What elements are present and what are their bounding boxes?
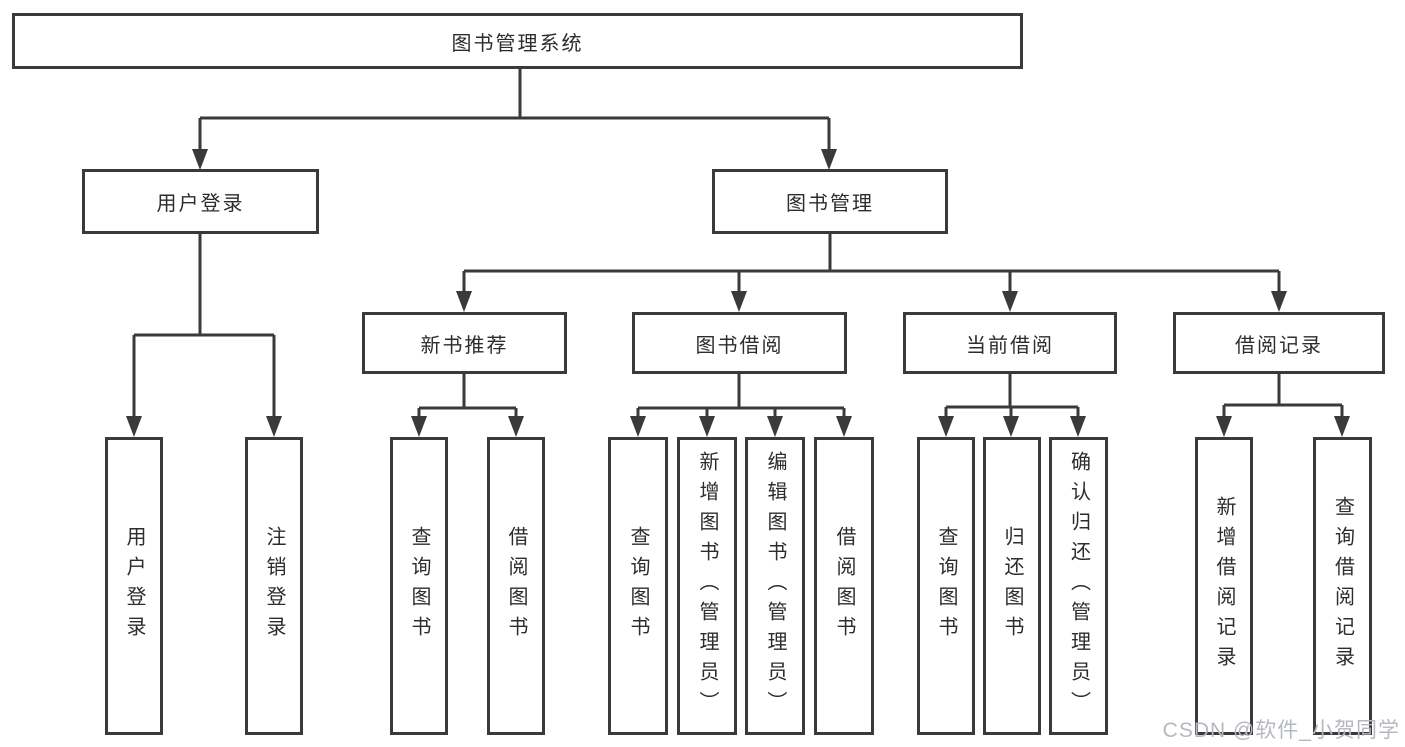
node-borrow-records: 借阅记录 — [1173, 312, 1385, 374]
leaf-borrow-books: 借阅图书 — [814, 437, 874, 735]
connector-user-login-to-leaves — [126, 234, 282, 437]
node-label: 图书管理 — [786, 193, 874, 215]
node-current-borrow: 当前借阅 — [903, 312, 1117, 374]
leaf-add-books-admin: 新增图书（管理员） — [677, 437, 737, 735]
node-label: 查询图书 — [408, 526, 430, 646]
leaf-query-borrow-record: 查询借阅记录 — [1313, 437, 1372, 735]
node-label: 新增图书（管理员） — [696, 451, 718, 721]
node-label: 新书推荐 — [420, 334, 509, 357]
node-new-book-recommend: 新书推荐 — [362, 312, 567, 374]
node-book-management: 图书管理 — [712, 169, 948, 234]
leaf-edit-books-admin: 编辑图书（管理员） — [745, 437, 805, 735]
node-label: 借阅图书 — [505, 526, 527, 646]
node-label: 查询借阅记录 — [1331, 496, 1354, 676]
csdn-watermark: CSDN @软件_小贺同学 — [1162, 719, 1400, 742]
node-label: 归还图书 — [1001, 526, 1023, 646]
node-label: 注销登录 — [263, 526, 285, 646]
connector-book-mgmt-to-level3 — [456, 234, 1287, 312]
leaf-query-books-borrow: 查询图书 — [608, 437, 668, 735]
node-label: 查询图书 — [935, 526, 957, 646]
connector-new-book-recommend-to-leaves — [411, 374, 524, 437]
node-label: 图书管理系统 — [451, 32, 584, 55]
connector-book-borrow-to-leaves — [630, 374, 852, 437]
node-book-borrow: 图书借阅 — [632, 312, 847, 374]
node-label: 图书借阅 — [695, 334, 784, 357]
node-label: 当前借阅 — [966, 334, 1054, 357]
leaf-logout: 注销登录 — [245, 437, 303, 735]
node-label: 编辑图书（管理员） — [764, 451, 786, 721]
leaf-user-login: 用户登录 — [105, 437, 163, 735]
node-library-management-system: 图书管理系统 — [12, 13, 1023, 69]
node-label: 用户登录 — [156, 193, 245, 215]
node-user-login: 用户登录 — [82, 169, 319, 234]
leaf-query-books-current: 查询图书 — [917, 437, 975, 735]
node-label: 新增借阅记录 — [1213, 496, 1235, 676]
connector-borrow-records-to-leaves — [1216, 374, 1350, 437]
leaf-query-books-recommend: 查询图书 — [390, 437, 448, 735]
leaf-borrow-books-recommend: 借阅图书 — [487, 437, 545, 735]
connector-root-to-level2 — [192, 69, 837, 170]
leaf-add-borrow-record: 新增借阅记录 — [1195, 437, 1253, 735]
connector-current-borrow-to-leaves — [938, 374, 1086, 437]
node-label: 确认归还（管理员） — [1067, 451, 1090, 721]
node-label: 借阅记录 — [1235, 334, 1323, 357]
node-label: 借阅图书 — [833, 526, 855, 646]
leaf-confirm-return-admin: 确认归还（管理员） — [1049, 437, 1108, 735]
leaf-return-books: 归还图书 — [983, 437, 1041, 735]
node-label: 用户登录 — [123, 526, 145, 646]
node-label: 查询图书 — [627, 526, 649, 646]
